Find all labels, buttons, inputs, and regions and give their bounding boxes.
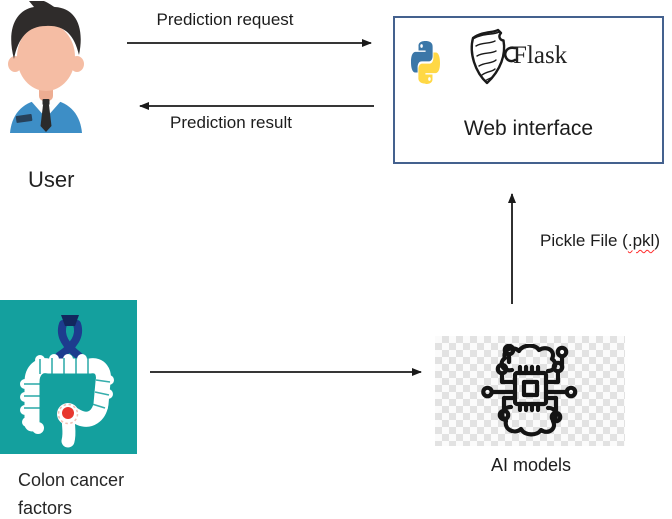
awareness-ribbon-icon [55,315,83,360]
ai-models-label: AI models [490,455,572,475]
pickle-label-extension: .pkl [627,231,655,250]
ai-models-image [435,336,625,446]
user-avatar-icon [8,1,84,133]
pickle-file-label: Pickle File (.pkl) [540,231,660,251]
web-interface-label: Web interface [463,117,594,140]
pickle-label-prefix: Pickle File ( [540,231,628,250]
user-label: User [28,167,75,192]
pickle-label-suffix: ) [654,231,660,250]
colon-illustration [20,315,114,448]
colon-figure-caption: Colon cancer factors [18,470,125,518]
colon-cancer-image [0,300,137,454]
prediction-result-label: Prediction result [170,113,292,132]
flask-horn-icon [470,28,517,85]
python-logo-icon [410,40,441,85]
flask-wordmark: Flask [513,42,568,69]
cancer-spot [62,407,74,419]
web-interface-box: Flask Web interface [393,16,664,164]
brain-chip-icon [481,343,578,436]
prediction-request-label: Prediction request [156,10,294,29]
